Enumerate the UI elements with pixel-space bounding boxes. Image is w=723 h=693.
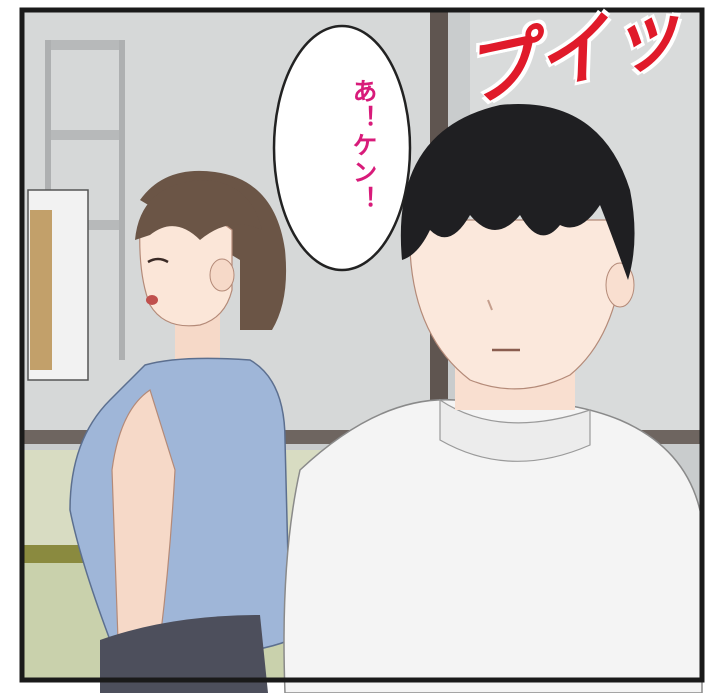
speech-line-2: ケン！ — [349, 132, 378, 213]
speech-line-1: あ！ — [349, 78, 378, 132]
panel-border — [19, 7, 705, 683]
speech-bubble — [272, 24, 412, 272]
hanging-jacket — [30, 210, 52, 370]
woman-figure — [69, 170, 291, 693]
boy-figure — [283, 104, 703, 693]
speech-bubble-text: あ！ケン！ — [300, 78, 380, 228]
